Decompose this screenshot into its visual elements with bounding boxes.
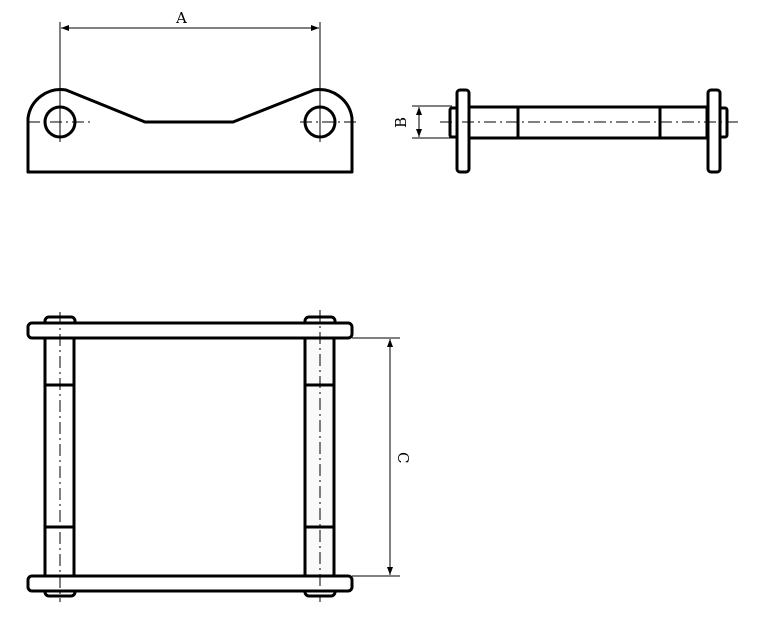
top-view: C bbox=[26, 310, 412, 602]
dimension-a-label: A bbox=[175, 9, 187, 27]
link-plate-outline bbox=[26, 88, 354, 174]
side-view: B bbox=[392, 88, 738, 174]
plate-right-edge bbox=[706, 88, 722, 174]
front-view: A bbox=[26, 9, 358, 174]
dimension-c-label: C bbox=[394, 452, 412, 463]
bottom-plate bbox=[26, 574, 354, 593]
plate-left-edge bbox=[455, 88, 471, 174]
top-plate bbox=[26, 321, 354, 340]
dimension-b-label: B bbox=[392, 117, 410, 128]
